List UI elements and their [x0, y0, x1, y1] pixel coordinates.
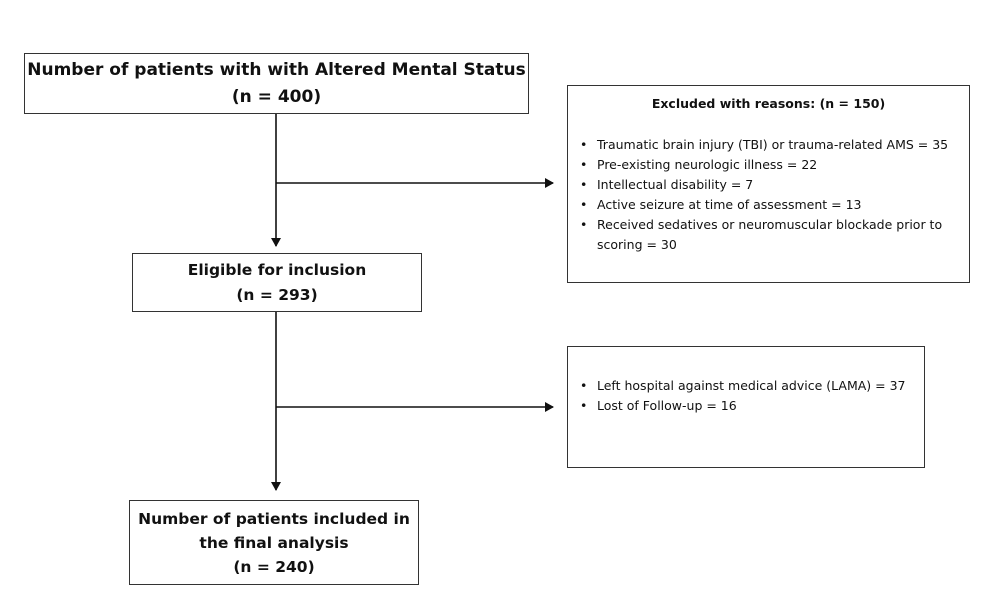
exclusion-list-1: • Traumatic brain injury (TBI) or trauma-…	[580, 135, 965, 255]
list-item: • Received sedatives or neuromuscular blo…	[580, 215, 965, 255]
total-patients-box: Number of patients with with Altered Men…	[24, 53, 529, 114]
bullet-icon: •	[580, 378, 588, 393]
exclusion-box-1: Excluded with reasons: (n = 150) • Trauma…	[567, 85, 970, 283]
list-item: • Intellectual disability = 7	[580, 175, 965, 195]
eligible-box: Eligible for inclusion (n = 293)	[132, 253, 422, 312]
bullet-icon: •	[580, 197, 588, 212]
final-analysis-label-line2: the final analysis	[199, 533, 349, 552]
list-item-text: Intellectual disability = 7	[597, 177, 754, 192]
list-item: • Left hospital against medical advice (L…	[580, 376, 920, 396]
bullet-icon: •	[580, 137, 588, 152]
bullet-icon: •	[580, 157, 588, 172]
final-analysis-count: (n = 240)	[233, 557, 315, 576]
list-item: • Traumatic brain injury (TBI) or trauma-…	[580, 135, 965, 155]
exclusion-list-2: • Left hospital against medical advice (L…	[580, 376, 920, 416]
final-analysis-label-line1: Number of patients included in	[138, 509, 410, 528]
eligible-count: (n = 293)	[236, 285, 318, 304]
bullet-icon: •	[580, 398, 588, 413]
list-item: • Pre-existing neurologic illness = 22	[580, 155, 965, 175]
list-item-text: Lost of Follow-up = 16	[597, 398, 737, 413]
bullet-icon: •	[580, 217, 588, 232]
list-item: • Lost of Follow-up = 16	[580, 396, 920, 416]
bullet-icon: •	[580, 177, 588, 192]
eligible-label: Eligible for inclusion	[187, 260, 367, 279]
exclusion-title: Excluded with reasons: (n = 150)	[651, 96, 886, 111]
final-analysis-box: Number of patients included in the final…	[129, 500, 419, 585]
list-item-text: Traumatic brain injury (TBI) or trauma-r…	[597, 137, 949, 152]
list-item: • Active seizure at time of assessment = …	[580, 195, 965, 215]
exclusion-box-2: • Left hospital against medical advice (L…	[567, 346, 925, 468]
list-item-text: Received sedatives or neuromuscular bloc…	[597, 217, 943, 252]
list-item-text: Active seizure at time of assessment = 1…	[597, 197, 862, 212]
list-item-text: Left hospital against medical advice (LA…	[597, 378, 906, 393]
total-patients-count: (n = 400)	[231, 86, 322, 107]
list-item-text: Pre-existing neurologic illness = 22	[597, 157, 818, 172]
total-patients-label: Number of patients with with Altered Men…	[27, 59, 526, 80]
